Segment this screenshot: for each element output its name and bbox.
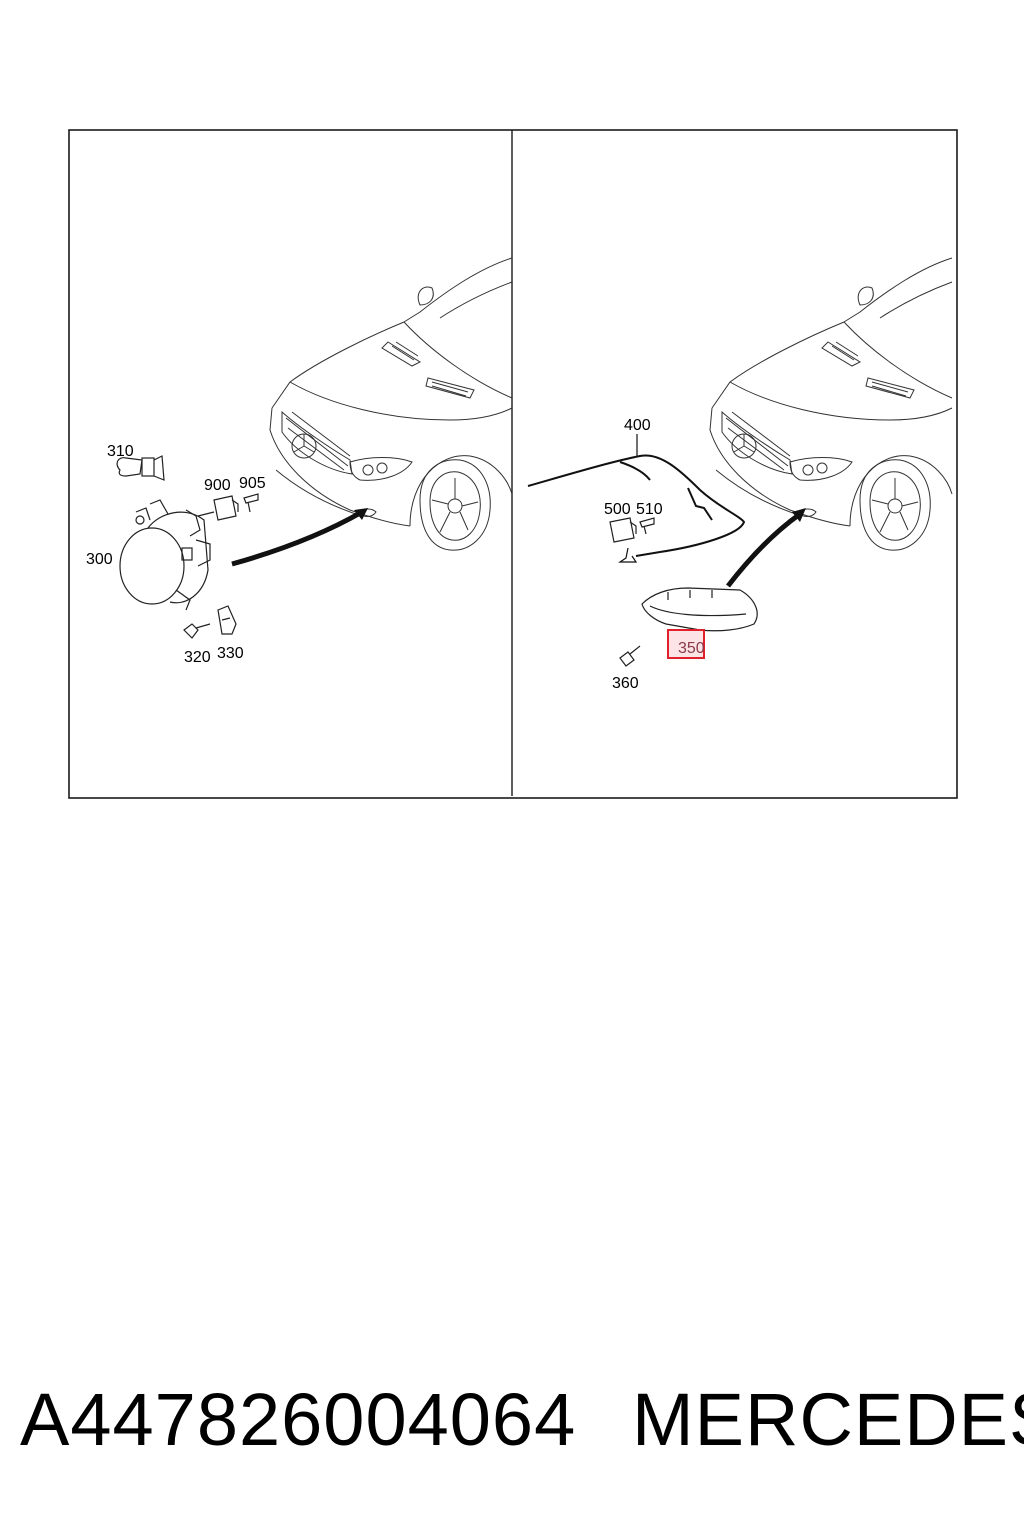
parts-diagram: 310 900 905 300 320 330 bbox=[68, 129, 958, 799]
callout-320: 320 bbox=[184, 649, 211, 666]
callout-360: 360 bbox=[612, 675, 639, 692]
right-panel: 400 500 510 350 360 bbox=[527, 257, 953, 692]
screw-360 bbox=[619, 645, 641, 667]
clip-330 bbox=[217, 605, 237, 635]
arrow-left bbox=[231, 509, 364, 567]
cover-350 bbox=[641, 587, 758, 632]
arrow-right bbox=[726, 511, 802, 588]
callout-400: 400 bbox=[624, 417, 651, 434]
arrow-left-head bbox=[354, 508, 368, 520]
harness-400 bbox=[527, 434, 746, 563]
bolt-320 bbox=[183, 623, 211, 639]
callout-330: 330 bbox=[217, 645, 244, 662]
callout-350: 350 bbox=[678, 640, 705, 657]
left-panel: 310 900 905 300 320 330 bbox=[86, 257, 513, 666]
part-number: A447826004064 bbox=[20, 1378, 577, 1461]
connector-900 bbox=[197, 495, 239, 521]
arrow-right-head bbox=[792, 508, 806, 522]
connector-500 bbox=[609, 517, 637, 543]
callout-905: 905 bbox=[239, 475, 266, 492]
highlight-box-350 bbox=[667, 629, 705, 659]
callout-510: 510 bbox=[636, 501, 663, 518]
diagram-frame bbox=[68, 129, 958, 799]
pin-905 bbox=[243, 493, 259, 513]
car-front-right bbox=[709, 257, 953, 551]
callout-500: 500 bbox=[604, 501, 631, 518]
pin-510 bbox=[639, 517, 655, 535]
brand-name: MERCEDES bbox=[632, 1378, 1024, 1461]
bulb-310 bbox=[116, 455, 165, 481]
callout-900: 900 bbox=[204, 477, 231, 494]
callout-310: 310 bbox=[107, 443, 134, 460]
fog-lamp-300 bbox=[119, 499, 211, 611]
car-front-left bbox=[269, 257, 513, 551]
footer: A447826004064 MERCEDES bbox=[0, 1378, 1024, 1478]
callout-300: 300 bbox=[86, 551, 113, 568]
